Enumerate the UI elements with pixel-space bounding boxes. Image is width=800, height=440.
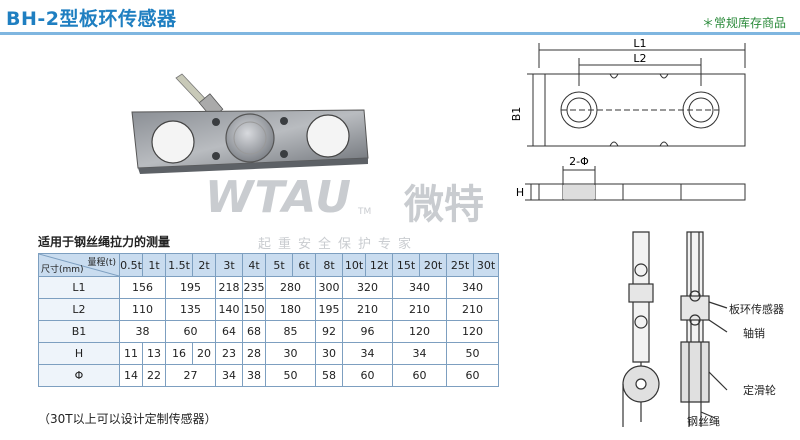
table-cell: 120 [446,320,499,343]
custom-note: （30T以上可以设计定制传感器） [38,412,217,426]
table-cell: 50 [265,364,316,387]
table-cell: 180 [265,298,316,321]
row-label-cell: L2 [38,298,120,321]
table-cell: 210 [446,298,499,321]
table-cell: 13 [142,342,166,365]
capacity-header-cell: 4t [242,253,266,277]
table-cell: 110 [119,298,166,321]
table-cell: 135 [165,298,216,321]
assembly-diagram: 板环传感器 轴销 定滑轮 钢丝绳 [622,231,784,428]
capacity-header-cell: 5t [265,253,293,277]
corner-capacity-label: 量程(t) [87,258,116,268]
dim-l1-label: L1 [633,38,646,50]
table-cell: 22 [142,364,166,387]
table-cell: 58 [315,364,343,387]
dim-l2-label: L2 [633,52,646,65]
capacity-header-cell: 2t [192,253,216,277]
page-title: BH-2型板环传感器 [6,8,177,30]
table-cell: 60 [165,320,216,343]
table-cell: 16 [165,342,193,365]
corner-size-label: 尺寸(mm) [41,265,84,275]
table-cell: 50 [446,342,499,365]
table-cell: 85 [265,320,316,343]
table-cell: 300 [315,276,343,299]
table-cell: 64 [215,320,243,343]
dim-h-label: H [516,186,524,199]
capacity-header-cell: 25t [446,253,474,277]
table-cell: 27 [165,364,216,387]
label-pin: 轴销 [743,326,765,340]
capacity-header-cell: 0.5t [119,253,143,277]
table-caption: 适用于钢丝绳拉力的测量 [38,235,171,249]
table-corner-cell: 量程(t) 尺寸(mm) [38,253,120,277]
table-cell: 34 [215,364,243,387]
table-cell: 218 [215,276,243,299]
table-cell: 11 [119,342,143,365]
capacity-header-cell: 3t [215,253,243,277]
watermark-tagline: 起重安全保护专家 [258,237,419,252]
table-cell: 60 [342,364,393,387]
watermark-tm: TM [358,207,372,217]
table-cell: 92 [315,320,343,343]
table-cell: 20 [192,342,216,365]
label-sensor: 板环传感器 [729,302,784,316]
capacity-header-cell: 1t [142,253,166,277]
table-cell: 34 [392,342,447,365]
capacity-header-cell: 12t [365,253,393,277]
table-cell: 235 [242,276,266,299]
dimension-drawing: L1 L2 B1 2-Φ H [510,38,746,201]
table-cell: 320 [342,276,393,299]
table-cell: 340 [392,276,447,299]
watermark-brand: WTAU [205,172,352,223]
product-photo [131,73,369,174]
capacity-header-cell: 20t [419,253,447,277]
dim-b1-label: B1 [510,107,523,122]
table-cell: 195 [165,276,216,299]
table-cell: 150 [242,298,266,321]
capacity-header-cell: 15t [392,253,420,277]
capacity-header-cell: 8t [315,253,343,277]
table-cell: 210 [392,298,447,321]
table-cell: 140 [215,298,243,321]
row-label-cell: B1 [38,320,120,343]
capacity-header-cell: 1.5t [165,253,193,277]
capacity-header-cell: 10t [342,253,366,277]
stock-label: ＊常规库存商品 [701,16,786,30]
table-cell: 96 [342,320,393,343]
table-cell: 340 [446,276,499,299]
table-cell: 14 [119,364,143,387]
table-cell: 34 [342,342,393,365]
table-cell: 210 [342,298,393,321]
row-label-cell: H [38,342,120,365]
table-cell: 28 [242,342,266,365]
table-cell: 38 [242,364,266,387]
table-cell: 195 [315,298,343,321]
label-rope: 钢丝绳 [687,414,720,428]
table-cell: 23 [215,342,243,365]
row-label-cell: Φ [38,364,120,387]
header-divider [0,32,800,35]
dim-phi-label: 2-Φ [569,155,589,168]
watermark-chinese: 微特 [404,182,484,228]
table-cell: 156 [119,276,166,299]
table-cell: 30 [315,342,343,365]
capacity-header-cell: 6t [292,253,316,277]
table-cell: 38 [119,320,166,343]
label-pulley: 定滑轮 [743,383,776,397]
table-cell: 68 [242,320,266,343]
table-cell: 60 [446,364,499,387]
table-cell: 30 [265,342,316,365]
row-label-cell: L1 [38,276,120,299]
table-cell: 280 [265,276,316,299]
table-cell: 60 [392,364,447,387]
capacity-header-cell: 30t [473,253,499,277]
table-cell: 120 [392,320,447,343]
